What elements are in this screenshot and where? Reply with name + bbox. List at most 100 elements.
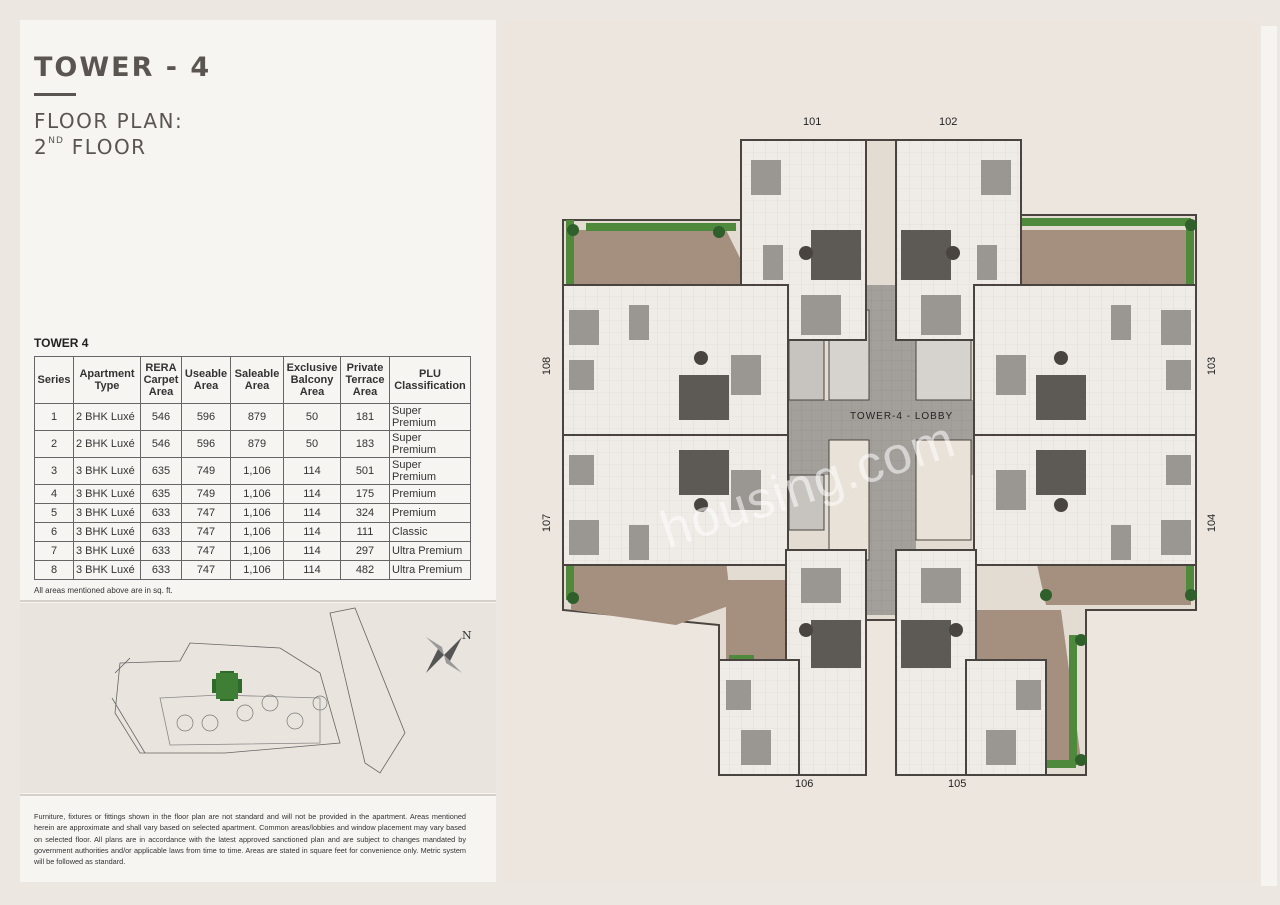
table-cell: 114 [283,457,341,485]
table-cell: 879 [230,403,284,431]
table-cell: 3 BHK Luxé [73,484,141,504]
table-note: All areas mentioned above are in sq. ft. [34,586,173,595]
table-cell: Super Premium [389,430,471,458]
title-block: TOWER - 4 FLOOR PLAN: 2ND FLOOR [34,52,211,160]
unit-number-101: 101 [803,116,822,128]
staircase [915,439,972,541]
staircase [828,439,870,561]
divider [20,600,496,602]
table-cell: 633 [140,503,182,523]
table-cell: 2 [34,430,74,458]
column-header: RERA Carpet Area [140,356,182,404]
unit-number-104: 104 [1206,513,1219,533]
divider [20,794,496,796]
floor-suffix: ND [48,136,64,146]
tower-4-highlight [212,671,242,701]
column-header: Apartment Type [73,356,141,404]
unit-number-106: 106 [795,778,814,790]
table-cell: 747 [181,503,231,523]
apartment-105 [895,549,1047,776]
table-cell: 633 [140,541,182,561]
table-cell: 2 BHK Luxé [73,403,141,431]
page-edge [1261,26,1277,886]
table-cell: Ultra Premium [389,560,471,580]
table-cell: 749 [181,484,231,504]
private-terrace [1036,560,1191,605]
table-header-row: Series Apartment Type RERA Carpet Area U… [34,356,471,404]
table-cell: 297 [340,541,390,561]
table-cell: 50 [283,403,341,431]
private-terrace [966,610,1081,760]
table-cell: 747 [181,560,231,580]
table-cell: 635 [140,457,182,485]
site-plan-block: N [20,603,496,793]
table-cell: 114 [283,503,341,523]
table-cell: Ultra Premium [389,541,471,561]
table-cell: 181 [340,403,390,431]
lift [788,474,825,531]
table-cell: 482 [340,560,390,580]
table-heading: TOWER 4 [34,336,89,350]
private-terrace [726,580,786,660]
table-cell: 8 [34,560,74,580]
column-header: Saleable Area [230,356,284,404]
planters [567,219,1197,766]
unit-number-103: 103 [1206,356,1219,376]
table-cell: 114 [283,560,341,580]
unit-number-105: 105 [948,778,967,790]
unit-number-107: 107 [541,513,554,533]
floor-plan-drawing [562,139,1197,776]
column-header: Series [34,356,74,404]
lobby-label: TOWER-4 - LOBBY [850,411,954,422]
table-cell: 596 [181,403,231,431]
table-cell: 5 [34,503,74,523]
apartment-103 [973,284,1197,436]
apartment-106 [718,549,867,776]
unit-number-102: 102 [939,116,958,128]
area-table-block: TOWER 4 Series Apartment Type RERA Carpe… [34,336,474,595]
table-cell: 747 [181,522,231,542]
table-cell: 1,106 [230,457,284,485]
tower-title: TOWER - 4 [34,52,212,83]
apartment-104 [973,434,1197,566]
table-cell: 3 BHK Luxé [73,560,141,580]
table-cell: 3 [34,457,74,485]
disclaimer-text: Furniture, fixtures or fittings shown in… [34,812,466,867]
table-cell: 546 [140,430,182,458]
table-cell: 114 [283,484,341,504]
table-cell: 1 [34,403,74,431]
column-header: PLU Classification [389,356,471,404]
table-cell: 1,106 [230,503,284,523]
dining-tables [694,246,1068,637]
table-cell: 7 [34,541,74,561]
table-cell: 633 [140,522,182,542]
floor-number-line: 2ND FLOOR [34,134,211,160]
greenery [1001,218,1191,226]
title-underline [34,93,76,96]
greenery [1069,635,1077,765]
table-cell: 1,106 [230,484,284,504]
floor-number: 2 [34,135,49,159]
table-cell: 3 BHK Luxé [73,503,141,523]
table-cell: 1,106 [230,522,284,542]
site-plan-map [111,607,406,774]
table-cell: 114 [283,522,341,542]
compass-north-label: N [462,629,472,642]
floor-word: FLOOR [71,135,147,159]
table-cell: Classic [389,522,471,542]
table-cell: Super Premium [389,403,471,431]
unit-number-108: 108 [541,356,554,376]
table-cell: 879 [230,430,284,458]
greenery [586,223,736,231]
compass-icon: N [426,629,472,673]
table-cell: 1,106 [230,541,284,561]
table-cell: 175 [340,484,390,504]
floor-plan-label: FLOOR PLAN: [34,109,184,133]
table-cell: 633 [140,560,182,580]
